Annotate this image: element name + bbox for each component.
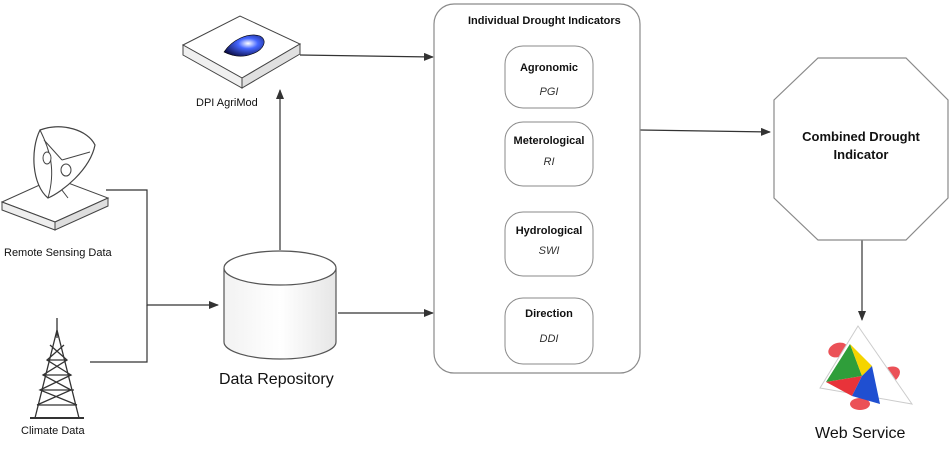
indicators-panel-title: Individual Drought Indicators bbox=[468, 15, 621, 27]
edge-remote-to-repo bbox=[106, 189, 219, 309]
agrimod-device-icon bbox=[181, 15, 302, 89]
combined-indicator-label: Combined Drought Indicator bbox=[802, 129, 920, 162]
indicator-box-agronomic bbox=[504, 45, 594, 109]
edge-climate-to-repo bbox=[90, 305, 148, 363]
repository-label: Data Repository bbox=[219, 371, 334, 388]
web-service-logo-icon bbox=[819, 325, 914, 410]
indicator-code-direction: DDI bbox=[539, 333, 559, 345]
edge-indicators-to-combined bbox=[639, 127, 771, 136]
indicator-code-agronomic: PGI bbox=[539, 86, 559, 98]
satellite-dish-icon bbox=[0, 126, 110, 231]
indicator-name-direction: Direction bbox=[525, 308, 573, 320]
indicator-box-hydrological bbox=[504, 211, 594, 277]
remote-sensing-label: Remote Sensing Data bbox=[4, 247, 112, 259]
indicator-code-meterological: RI bbox=[543, 156, 555, 168]
edge-agrimod-to-indicators bbox=[299, 52, 434, 61]
indicator-name-meterological: Meterological bbox=[513, 135, 585, 147]
indicator-name-agronomic: Agronomic bbox=[519, 62, 579, 74]
data-repository-icon bbox=[223, 250, 337, 360]
indicator-code-hydrological: SWI bbox=[538, 245, 560, 257]
combined-indicator-octagon bbox=[773, 57, 949, 241]
web-service-label: Web Service bbox=[815, 425, 906, 442]
indicator-box-direction bbox=[504, 297, 594, 365]
indicator-name-hydrological: Hydrological bbox=[515, 225, 583, 237]
radio-tower-icon bbox=[30, 318, 84, 419]
climate-label: Climate Data bbox=[21, 425, 85, 437]
indicator-box-meterological bbox=[504, 121, 594, 187]
agrimod-label: DPI AgriMod bbox=[196, 97, 258, 109]
connectors bbox=[90, 52, 866, 363]
